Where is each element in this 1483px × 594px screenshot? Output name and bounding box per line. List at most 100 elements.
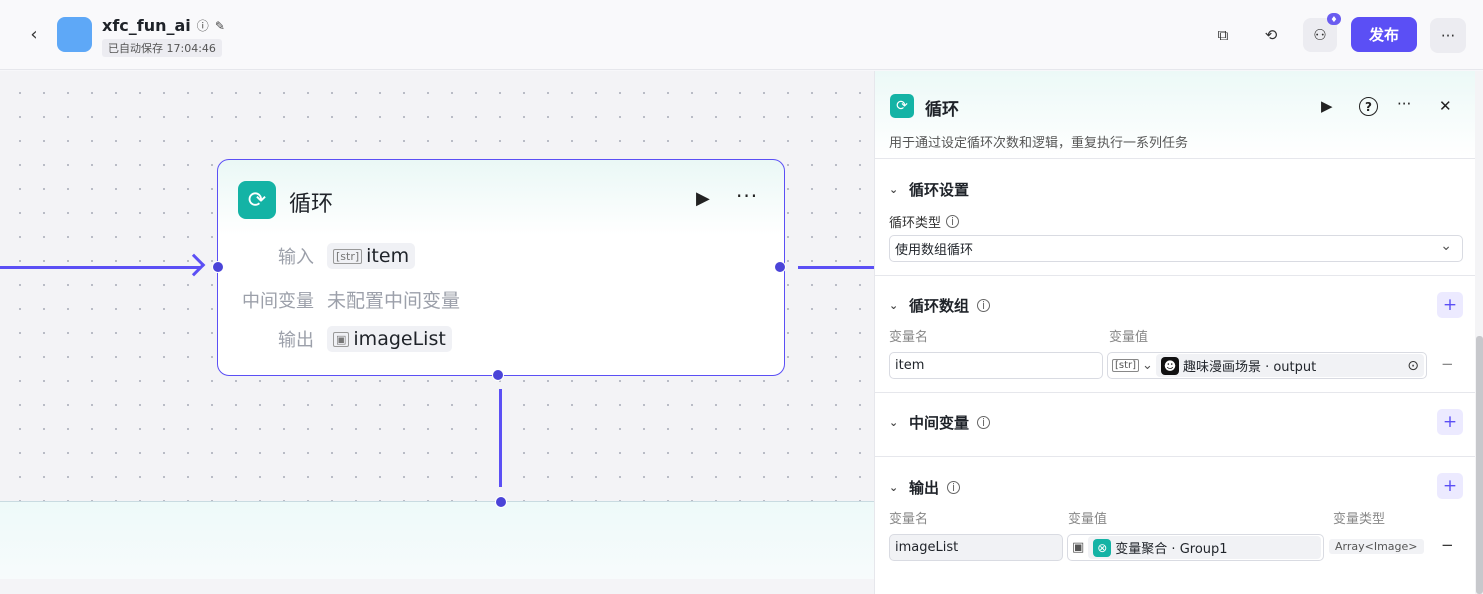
loop-body-port[interactable]: [495, 496, 507, 508]
app-name: xfc_fun_ai: [102, 16, 191, 35]
variable-reference: 变量聚合 · Group1: [1115, 542, 1228, 557]
play-icon[interactable]: ▶: [1321, 97, 1333, 115]
loop-body-region: [0, 501, 874, 579]
section-title: 中间变量: [909, 414, 970, 432]
loop-type-value: 使用数组循环: [895, 243, 974, 258]
section-header[interactable]: ⌄ 循环设置: [889, 179, 969, 200]
close-icon[interactable]: ✕: [1439, 97, 1452, 115]
node-intermediate-row: 中间变量 未配置中间变量: [218, 286, 460, 313]
column-header: 变量名: [889, 330, 929, 345]
loop-node[interactable]: ⟳ 循环 ▶ ··· 输入 [str] item 中间变量 未配置中间变量 输出…: [217, 159, 785, 376]
more-icon[interactable]: ···: [736, 184, 759, 208]
panel-title: 循环: [925, 100, 959, 120]
variable-chip: [str] item: [327, 243, 416, 269]
array-variable-name: item: [895, 358, 925, 373]
input-port[interactable]: [212, 261, 224, 273]
loop-type-select[interactable]: 使用数组循环 ⌄: [889, 235, 1463, 262]
image-type-icon[interactable]: ▣: [1072, 540, 1085, 555]
autosave-status: 已自动保存 17:04:46: [102, 39, 222, 57]
variable-reference-chip: ⊗ 变量聚合 · Group1: [1088, 536, 1321, 559]
intermediate-section: ⌄ 中间变量 i +: [875, 393, 1475, 457]
remove-row-button[interactable]: −: [1441, 355, 1454, 373]
info-icon[interactable]: i: [977, 416, 991, 429]
node-output-row: 输出 ▣ imageList: [218, 326, 452, 352]
loop-type-label-text: 循环类型: [889, 216, 942, 231]
section-header[interactable]: ⌄ 循环数组 i: [889, 295, 991, 316]
section-title: 循环设置: [909, 181, 970, 199]
section-header[interactable]: ⌄ 中间变量 i: [889, 412, 991, 433]
loop-icon: ⟳: [238, 181, 276, 219]
column-header: 变量值: [1068, 512, 1108, 527]
variable-name: imageList: [353, 328, 446, 350]
app-avatar: [57, 17, 92, 52]
node-input-row: 输入 [str] item: [218, 243, 416, 269]
info-icon[interactable]: i: [947, 481, 961, 494]
incoming-edge[interactable]: [0, 266, 200, 269]
back-icon[interactable]: ‹: [30, 23, 38, 45]
string-type-icon: [str]: [333, 248, 363, 264]
node-title: 循环: [289, 192, 334, 217]
canvas-bottom-band: [0, 579, 874, 594]
top-bar: ‹ xfc_fun_ai ⓘ ✎ 已自动保存 17:04:46 ⧉ ⟲ ⚇ ♦ …: [0, 0, 1483, 70]
image-type-icon: ▣: [333, 331, 350, 347]
app-title: xfc_fun_ai ⓘ ✎: [102, 16, 225, 35]
chevron-down-icon: ⌄: [889, 481, 899, 494]
arrow-head-icon: [182, 253, 206, 277]
help-icon[interactable]: ?: [1359, 97, 1378, 116]
node-row-label: 输入: [278, 247, 314, 268]
column-header: 变量名: [889, 512, 929, 527]
add-output-variable-button[interactable]: +: [1437, 473, 1463, 499]
copy-icon[interactable]: ⧉: [1217, 26, 1229, 44]
play-icon[interactable]: ▶: [696, 188, 710, 209]
info-icon[interactable]: i: [977, 299, 991, 312]
variable-reference-chip: ☻ 趣味漫画场景 · output ⊙: [1155, 354, 1424, 377]
string-type-icon[interactable]: [str]: [1112, 359, 1140, 372]
section-header[interactable]: ⌄ 输出 i: [889, 477, 961, 498]
node-config-panel: ⟳ 循环 ▶ ? ··· ✕ 用于通过设定循环次数和逻辑，重复执行一系列任务 ⌄…: [874, 71, 1483, 594]
info-icon[interactable]: i: [946, 215, 960, 228]
chevron-down-icon[interactable]: ⌄: [1142, 358, 1153, 373]
column-header: 变量类型: [1333, 512, 1386, 527]
info-icon[interactable]: ⓘ: [196, 19, 209, 33]
variable-chip: ▣ imageList: [327, 326, 452, 352]
output-port[interactable]: [774, 261, 786, 273]
chevron-down-icon: ⌄: [1440, 238, 1452, 254]
loop-start-port[interactable]: [492, 369, 504, 381]
panel-header: ⟳ 循环 ▶ ? ··· ✕ 用于通过设定循环次数和逻辑，重复执行一系列任务: [875, 71, 1475, 159]
history-icon[interactable]: ⟲: [1264, 26, 1278, 44]
clear-icon[interactable]: ⊙: [1407, 357, 1419, 374]
add-intermediate-variable-button[interactable]: +: [1437, 409, 1463, 435]
remove-row-button[interactable]: −: [1441, 536, 1454, 554]
more-icon[interactable]: ···: [1430, 18, 1466, 53]
output-section: ⌄ 输出 i + 变量名 变量值 变量类型 imageList ▣ ⊗ 变量聚合…: [875, 457, 1475, 594]
section-title: 输出: [909, 479, 940, 497]
section-title: 循环数组: [909, 297, 970, 315]
aggregate-node-icon: ⊗: [1093, 538, 1112, 557]
array-variable-name-input[interactable]: item: [889, 352, 1103, 379]
outgoing-edge[interactable]: [798, 266, 874, 269]
chevron-down-icon: ⌄: [889, 299, 899, 312]
output-variable-name: imageList: [895, 540, 959, 555]
node-row-label: 中间变量: [242, 290, 314, 312]
scrollbar-track[interactable]: [1475, 71, 1483, 594]
loop-type-label: 循环类型 i: [889, 212, 960, 231]
output-variable-value-field[interactable]: ▣ ⊗ 变量聚合 · Group1: [1067, 534, 1324, 561]
variable-type-badge: Array<Image>: [1329, 539, 1424, 554]
array-variable-value-field[interactable]: [str] ⌄ ☻ 趣味漫画场景 · output ⊙: [1107, 352, 1427, 379]
collaborators-button[interactable]: ⚇ ♦: [1303, 13, 1341, 52]
chevron-down-icon: ⌄: [889, 183, 899, 196]
comic-node-icon: ☻: [1160, 356, 1179, 375]
more-icon[interactable]: ···: [1397, 95, 1412, 113]
publish-button[interactable]: 发布: [1351, 17, 1417, 52]
loop-body-edge[interactable]: [499, 389, 502, 487]
workflow-canvas[interactable]: ⟳ 循环 ▶ ··· 输入 [str] item 中间变量 未配置中间变量 输出…: [0, 71, 874, 594]
add-array-variable-button[interactable]: +: [1437, 292, 1463, 318]
scrollbar-thumb[interactable]: [1476, 336, 1483, 594]
output-variable-name-input[interactable]: imageList: [889, 534, 1063, 561]
node-row-label: 输出: [278, 330, 314, 351]
diamond-badge-icon: ♦: [1327, 13, 1341, 25]
loop-array-section: ⌄ 循环数组 i + 变量名 变量值 item [str] ⌄ ☻ 趣味漫画场景…: [875, 276, 1475, 393]
empty-intermediate-text: 未配置中间变量: [327, 290, 461, 312]
edit-icon[interactable]: ✎: [214, 18, 225, 33]
variable-reference: 趣味漫画场景 · output: [1182, 360, 1317, 375]
